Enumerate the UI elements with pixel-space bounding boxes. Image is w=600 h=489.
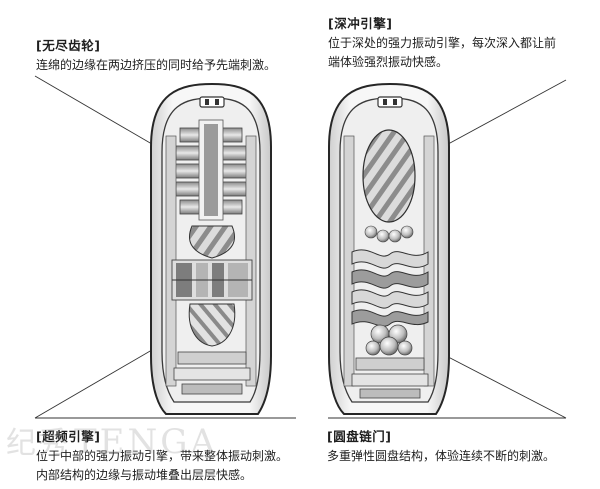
left-twist-upper: [189, 225, 235, 259]
left-gear-ribs: [173, 119, 249, 221]
callout-endless-gear-title: [无尽齿轮]: [36, 38, 101, 53]
leader-lines: [34, 75, 567, 419]
callout-overclock-engine-title: [超频引擎]: [36, 429, 101, 444]
callout-deep-engine-text-2: 端体验强烈振动快感。: [328, 55, 449, 69]
left-middle-gear: [171, 259, 253, 301]
right-capsule: [328, 82, 450, 415]
callout-overclock-engine-text-2: 内部结构的边缘与振动堆叠出层层快感。: [36, 468, 253, 482]
right-disc-chain: [351, 249, 429, 327]
callout-endless-gear-text: 连绵的边缘在两边挤压的同时给予先端刺激。: [36, 58, 277, 72]
callout-deep-engine: [深冲引擎] 位于深处的强力振动引擎，每次深入都让前 端体验强烈振动快感。: [328, 14, 556, 72]
left-capsule: [150, 82, 272, 415]
callout-disc-chain-text: 多重弹性圆盘结构，体验连续不断的刺激。: [327, 449, 556, 463]
callout-overclock-engine: [超频引擎] 位于中部的强力振动引擎，带来整体振动刺激。 内部结构的边缘与振动堆…: [36, 427, 288, 485]
right-bumps: [364, 225, 414, 243]
callout-disc-chain-title: [圆盘链门]: [327, 429, 392, 444]
callout-overclock-engine-text-1: 位于中部的强力振动引擎，带来整体振动刺激。: [36, 449, 289, 463]
left-twist-lower: [188, 303, 236, 347]
right-deep-engine: [362, 129, 416, 223]
callout-disc-chain: [圆盘链门] 多重弹性圆盘结构，体验连续不断的刺激。: [327, 427, 555, 466]
callout-endless-gear: [无尽齿轮] 连绵的边缘在两边挤压的同时给予先端刺激。: [36, 36, 276, 75]
callout-deep-engine-text-1: 位于深处的强力振动引擎，每次深入都让前: [328, 36, 557, 50]
callout-deep-engine-title: [深冲引擎]: [328, 16, 393, 31]
right-ball-cluster: [365, 324, 413, 356]
